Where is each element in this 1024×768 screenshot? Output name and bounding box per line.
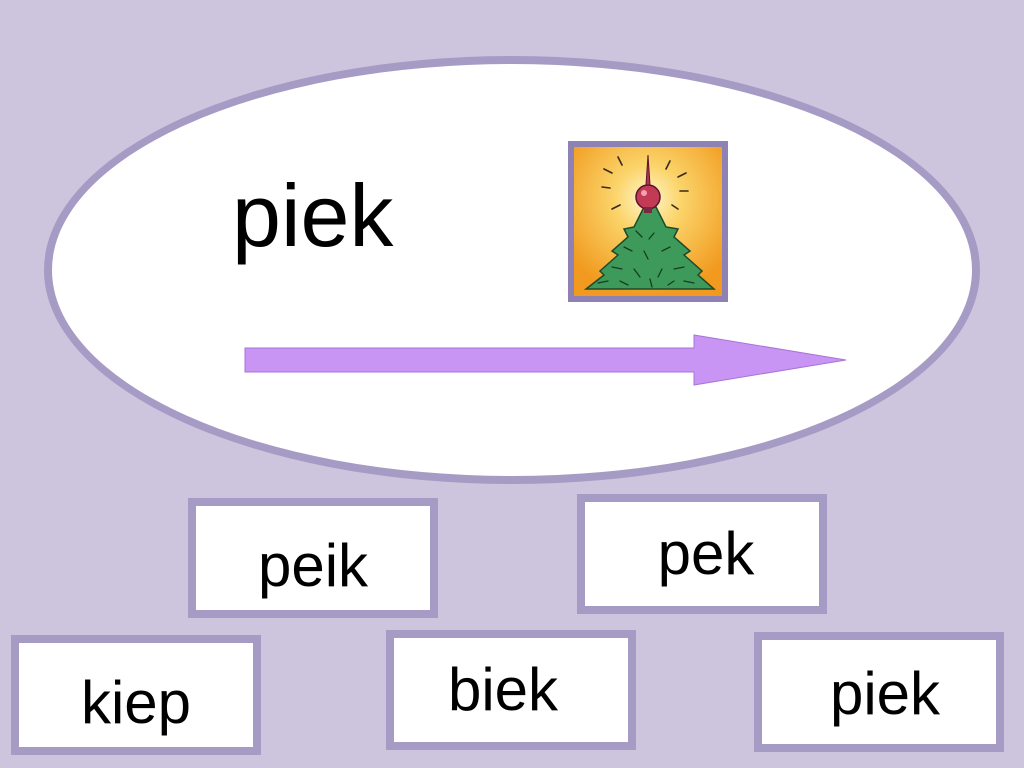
choice-tile-pek[interactable]: pek xyxy=(577,494,827,614)
choice-tile-biek[interactable]: biek xyxy=(386,630,636,750)
target-picture xyxy=(568,141,728,302)
christmas-tree-top-icon xyxy=(574,147,722,296)
choice-tile-kiep[interactable]: kiep xyxy=(11,635,261,755)
target-word: piek xyxy=(232,166,394,265)
choice-label: piek xyxy=(829,660,941,727)
choice-label: peik xyxy=(257,532,369,599)
right-arrow-icon xyxy=(244,334,848,386)
choice-label: pek xyxy=(657,520,755,587)
choice-label: kiep xyxy=(80,669,192,736)
target-panel xyxy=(44,56,980,484)
choice-label: biek xyxy=(447,656,559,723)
choice-tile-piek[interactable]: piek xyxy=(754,632,1004,752)
choice-tile-peik[interactable]: peik xyxy=(188,498,438,618)
